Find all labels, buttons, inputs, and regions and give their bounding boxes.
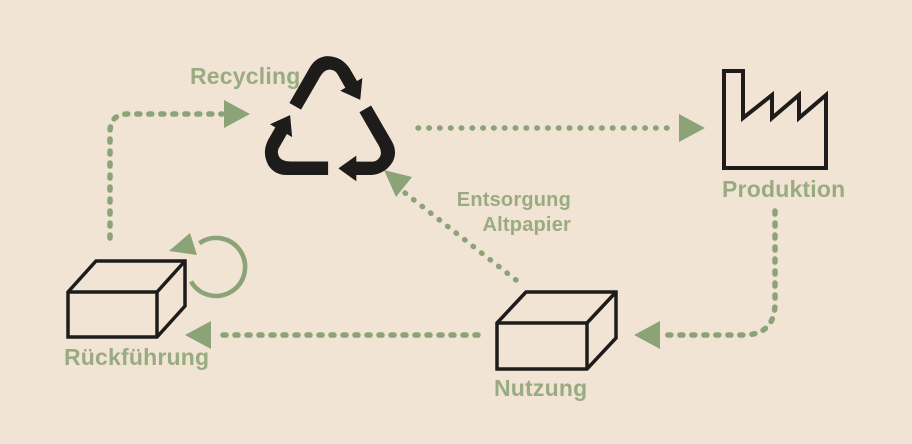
arrowhead-into-produktion-icon <box>679 114 705 142</box>
edge-rueckfuehrung-to-recycling <box>107 111 225 241</box>
edge-label-line1: Entsorgung <box>456 189 571 211</box>
edge-label-entsorgung-altpapier: Entsorgung Altpapier <box>440 188 571 238</box>
recycling-symbol-icon: ♺ <box>252 23 409 226</box>
arrowhead-into-nutzung-icon <box>634 321 660 349</box>
cardboard-box-icon <box>495 290 618 371</box>
rueckfuehrung-label: Rückführung <box>64 344 210 370</box>
arrowhead-into-rueckfuehrung-icon <box>185 321 211 349</box>
loop-arrow-icon <box>189 235 248 299</box>
arrowhead-entsorgung-into-recycling-icon <box>384 170 412 197</box>
recycling-label: Recycling <box>190 63 301 89</box>
cardboard-box-with-loop-icon <box>66 259 187 339</box>
nutzung-label: Nutzung <box>494 375 588 401</box>
edge-entsorgung-altpapier <box>397 186 519 283</box>
factory-icon <box>722 69 828 170</box>
edge-produktion-to-nutzung <box>661 208 778 338</box>
edge-label-line2: Altpapier <box>482 214 571 236</box>
produktion-label: Produktion <box>722 176 846 202</box>
loop-arrowhead-icon <box>169 233 197 255</box>
arrowhead-into-recycling-icon <box>224 100 250 128</box>
